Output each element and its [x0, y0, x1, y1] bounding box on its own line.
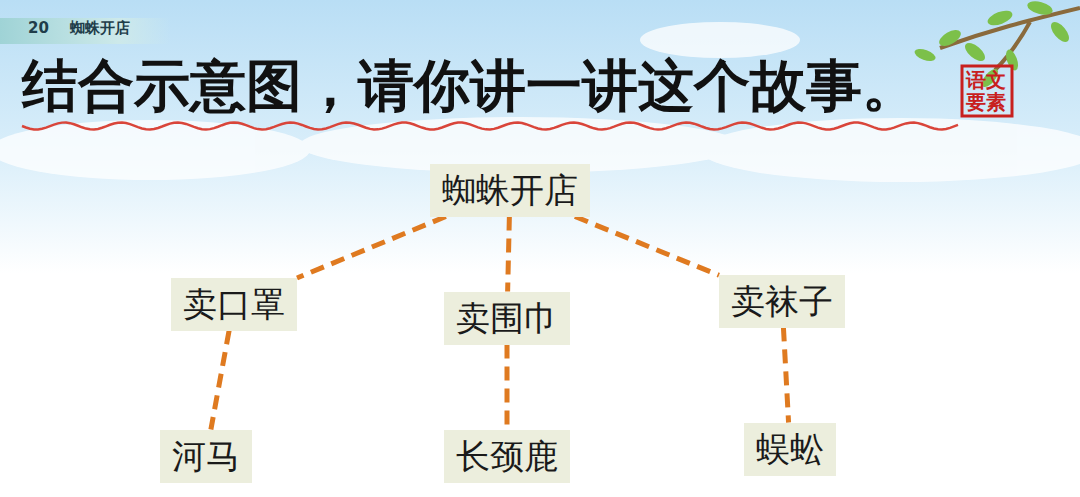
- topic-box: 蜘蛛开店: [430, 164, 590, 217]
- seal-border: [962, 66, 1012, 116]
- topic-box: 卖口罩: [171, 278, 297, 331]
- topic-box: 长颈鹿: [444, 430, 570, 483]
- header-band: [0, 18, 170, 44]
- box-text: 长颈鹿: [456, 436, 558, 477]
- lesson-number: 20: [28, 19, 49, 37]
- box-text: 蜈蚣: [756, 429, 824, 470]
- topic-box: 卖袜子: [719, 275, 845, 328]
- topic-box: 蜈蚣: [744, 423, 836, 476]
- box-text: 卖围巾: [456, 298, 558, 339]
- box-text: 卖袜子: [731, 281, 833, 322]
- dashed-connector: [505, 345, 510, 430]
- topic-box: 卖围巾: [444, 292, 570, 345]
- dashed-connector: [783, 328, 788, 423]
- lesson-name: 蜘蛛开店: [70, 19, 130, 38]
- wavy-underline: [22, 123, 958, 130]
- dashed-connector: [297, 217, 446, 278]
- clouds: [0, 22, 1080, 182]
- seal-text: 语文要素: [966, 69, 1006, 113]
- box-text: 蜘蛛开店: [442, 170, 578, 211]
- box-text: 河马: [172, 436, 240, 477]
- dashed-connector: [211, 331, 229, 430]
- slide-title: 结合示意图，请你讲一讲这个故事。: [22, 52, 918, 119]
- box-text: 卖口罩: [183, 284, 285, 325]
- topic-box: 河马: [160, 430, 252, 483]
- dashed-connector: [508, 217, 510, 292]
- dashed-connector: [575, 217, 719, 276]
